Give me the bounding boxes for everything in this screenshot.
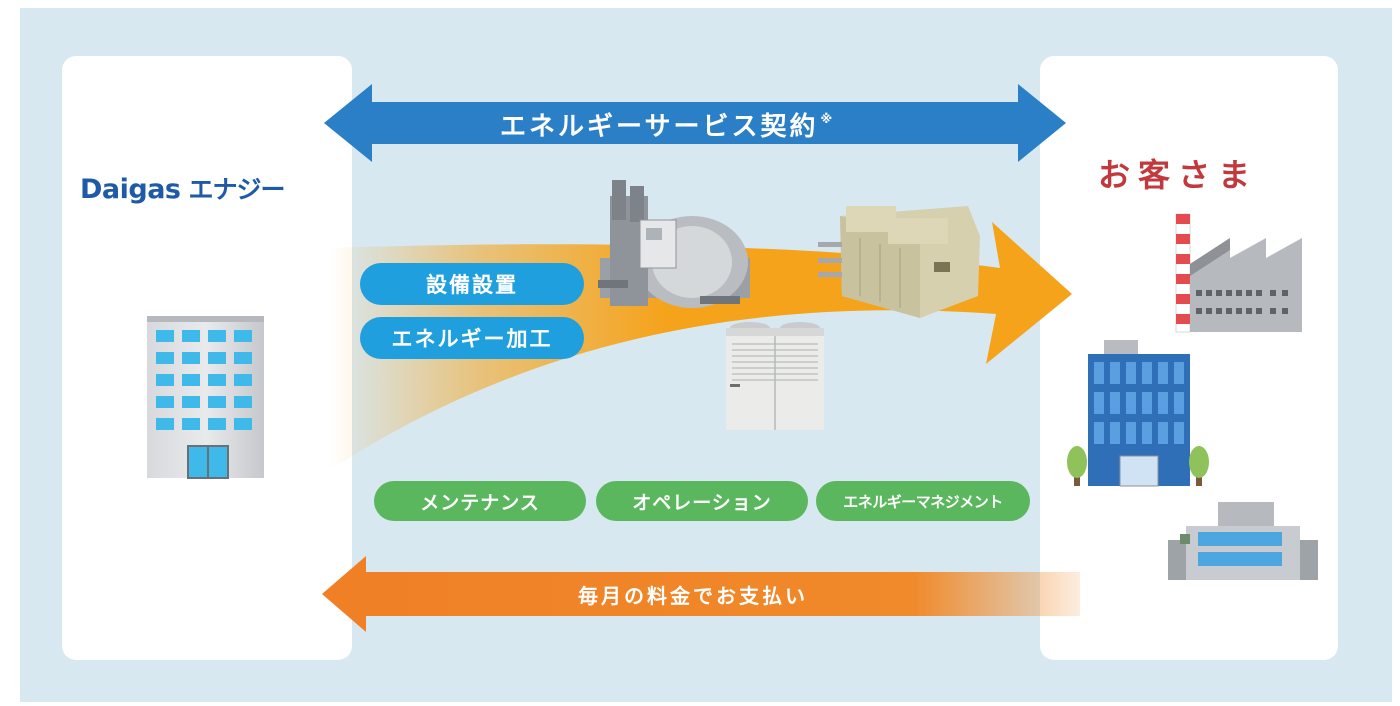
office-tower-icon: [1067, 340, 1209, 487]
office-building-icon: [147, 316, 264, 479]
logo-brand: Daigas: [80, 174, 181, 205]
factory-icon: [1175, 213, 1302, 333]
outdoor-ac-unit-icon: [726, 322, 824, 430]
service-energy-management: エネルギーマネジメント: [816, 481, 1030, 521]
service-equipment-installation: 設備設置: [360, 263, 584, 305]
service-operation: オペレーション: [596, 481, 808, 521]
provider-logo: Daigas エナジー: [80, 170, 286, 206]
service-maintenance: メンテナンス: [374, 481, 586, 521]
absorption-chiller-icon: [598, 180, 750, 308]
logo-brand-suffix: エナジー: [188, 175, 286, 204]
contract-label: エネルギーサービス契約※: [500, 112, 836, 142]
customer-title: お客さま: [1098, 156, 1259, 194]
service-energy-processing: エネルギー加工: [360, 317, 584, 359]
gas-heat-pump-icon: [818, 206, 980, 318]
commercial-building-icon: [1168, 502, 1318, 580]
payment-arrow: [322, 556, 1080, 632]
contract-arrow: [324, 84, 1066, 162]
payment-label: 毎月の料金でお支払い: [578, 584, 808, 608]
contract-note-mark: ※: [820, 112, 836, 126]
